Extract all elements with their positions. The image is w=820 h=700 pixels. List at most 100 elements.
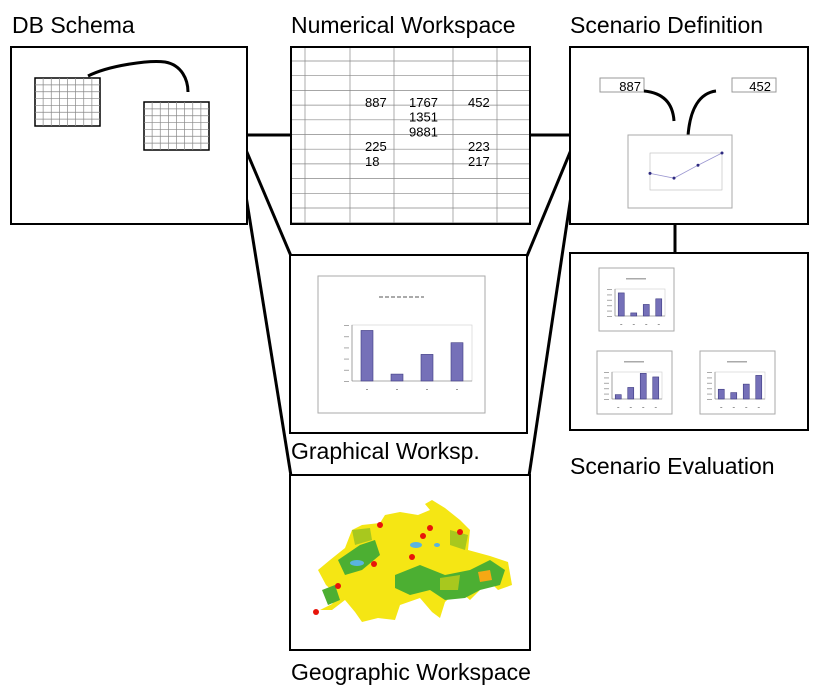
db-table-icon [34, 77, 101, 127]
map-city [371, 561, 377, 567]
x-tick-label [617, 407, 620, 408]
chart-title-placeholder [727, 361, 747, 363]
spreadsheet-cell-value: 223 [468, 139, 490, 154]
x-tick-label [657, 324, 660, 325]
connector-scenario-geographic [527, 195, 573, 477]
scenario-line-chart [648, 151, 724, 191]
y-tick-label [604, 399, 609, 400]
x-tick-label [720, 407, 723, 408]
link-right-to-chart [686, 89, 717, 137]
db-relation-line [87, 60, 190, 93]
line-point [720, 151, 724, 155]
y-tick-label [604, 382, 609, 384]
y-tick-label [707, 393, 712, 395]
x-tick-label [366, 389, 368, 390]
y-tick-label [344, 336, 349, 338]
y-tick-label [607, 294, 612, 296]
map-city [409, 554, 415, 560]
spreadsheet-cell-value: 887 [365, 95, 387, 110]
scenario-input-left[interactable] [599, 77, 645, 93]
map-city [335, 583, 341, 589]
x-tick-label [642, 407, 645, 408]
graphical-workspace-title: Graphical Worksp. [291, 438, 480, 464]
spreadsheet-cell-value: 225 [365, 139, 387, 154]
y-tick-label [604, 377, 609, 379]
y-tick-label [604, 372, 609, 373]
db-table-icon [143, 101, 210, 151]
x-tick-label [629, 407, 632, 408]
connectors [244, 133, 677, 477]
x-tick-label [620, 324, 623, 325]
scenario-input-right[interactable] [731, 77, 777, 93]
map-city [377, 522, 383, 528]
scenario-evaluation-panel[interactable] [569, 252, 809, 431]
x-tick-label [396, 389, 398, 390]
bar [717, 388, 725, 400]
map-city [457, 529, 463, 535]
x-tick-label [645, 324, 648, 325]
scenario-input-left-value: 887 [619, 79, 641, 94]
scenario-input-right-value: 452 [749, 79, 771, 94]
evaluation-bar-chart-2 [604, 371, 663, 408]
y-tick-label [344, 347, 349, 349]
evaluation-bar-chart-1 [607, 278, 747, 363]
scenario-definition-panel[interactable]: 887 452 [569, 46, 809, 225]
y-tick-label [604, 393, 609, 395]
x-tick-label [745, 407, 748, 408]
map-region [352, 528, 372, 545]
y-tick-label [607, 289, 612, 290]
bar [742, 383, 750, 400]
map-lake [350, 560, 364, 566]
connector-db-graphical [244, 149, 293, 257]
scenario-evaluation-title: Scenario Evaluation [570, 453, 775, 479]
scenario-definition-title: Scenario Definition [570, 12, 763, 38]
spreadsheet-cell-value: 217 [468, 154, 490, 169]
link-left-to-chart [643, 89, 676, 122]
bar [614, 394, 622, 400]
y-tick-label [707, 388, 712, 390]
y-tick-label [707, 382, 712, 384]
graphical-workspace-panel[interactable] [289, 254, 528, 434]
x-tick-label [426, 389, 428, 390]
switzerland-map [313, 500, 512, 622]
x-tick-label [732, 407, 735, 408]
map-region [478, 570, 492, 582]
connector-scenario-graphical [525, 149, 573, 257]
map-region [338, 540, 380, 575]
spreadsheet-cell-value: 452 [468, 95, 490, 110]
spreadsheet-cell-value: 9881 [409, 124, 438, 139]
db-schema-title: DB Schema [12, 12, 135, 38]
x-tick-label [456, 389, 458, 390]
y-tick-label [344, 358, 349, 360]
line-point [672, 176, 676, 180]
chart-title-placeholder [624, 361, 644, 363]
y-tick-label [607, 316, 612, 317]
map-lake [410, 542, 422, 548]
map-region [322, 585, 340, 605]
map-region [450, 530, 468, 550]
bar [642, 304, 650, 317]
y-tick-label [344, 369, 349, 371]
map-lake [434, 543, 440, 547]
bar [639, 373, 647, 400]
graphical-bar-chart [344, 324, 473, 390]
geographic-workspace-panel[interactable] [289, 474, 531, 651]
x-tick-label [632, 324, 635, 325]
y-tick-label [707, 399, 712, 400]
scenario-line-chart-frame [627, 134, 733, 209]
bar [617, 292, 625, 317]
bar [360, 330, 374, 382]
chart-title-placeholder [626, 278, 646, 280]
y-tick-label [604, 388, 609, 390]
y-tick-label [607, 310, 612, 312]
y-tick-label [344, 381, 349, 382]
map-city [313, 609, 319, 615]
bar [630, 312, 638, 317]
db-schema-panel[interactable] [10, 46, 248, 225]
line-point [696, 163, 700, 167]
spreadsheet-cell-value: 18 [365, 154, 379, 169]
bar [450, 342, 464, 382]
